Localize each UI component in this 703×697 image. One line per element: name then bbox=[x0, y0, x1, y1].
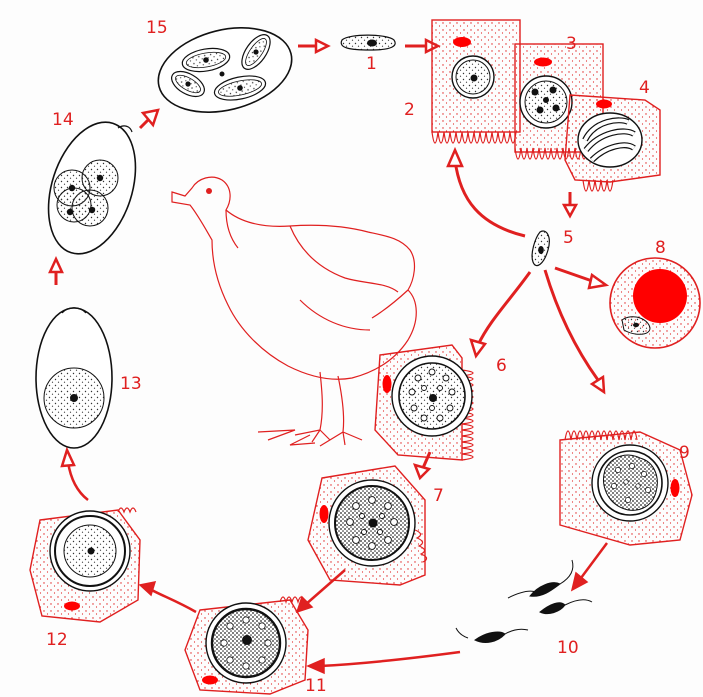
stage-label-8: 8 bbox=[655, 240, 666, 257]
host-cell-9 bbox=[560, 431, 692, 545]
host-cell-2 bbox=[432, 20, 520, 143]
stage-label-14: 14 bbox=[52, 112, 74, 129]
merozoite-icon bbox=[532, 231, 549, 266]
stage-label-6: 6 bbox=[496, 358, 507, 375]
stage-label-1: 1 bbox=[366, 56, 377, 73]
stage-label-5: 5 bbox=[563, 230, 574, 247]
stage-label-3: 3 bbox=[566, 36, 577, 53]
host-cell-11 bbox=[185, 597, 308, 694]
stage-label-12: 12 bbox=[46, 632, 68, 649]
arrow-11-to-12 bbox=[148, 588, 196, 612]
arrow-5-to-6 bbox=[478, 272, 530, 345]
stage-label-10: 10 bbox=[557, 640, 579, 657]
stage-label-15: 15 bbox=[146, 20, 168, 37]
stage-label-9: 9 bbox=[679, 445, 690, 462]
arrow-5-to-2 bbox=[455, 160, 525, 236]
arrow-12-to-13 bbox=[68, 462, 88, 500]
stage-8-cell bbox=[610, 258, 700, 348]
oocyst-icon bbox=[36, 308, 112, 448]
stage-label-13: 13 bbox=[120, 376, 142, 393]
host-cell-6 bbox=[375, 345, 473, 460]
stage-label-11: 11 bbox=[305, 678, 327, 695]
oocyst-sporulated bbox=[149, 15, 300, 126]
stage-label-7: 7 bbox=[433, 488, 444, 505]
microgamete-icon bbox=[456, 560, 592, 642]
host-cell-4 bbox=[565, 95, 660, 191]
arrow-9-to-10 bbox=[578, 543, 607, 582]
arrow-5-to-8 bbox=[555, 268, 595, 282]
host-cell-7 bbox=[308, 466, 427, 585]
stage-label-2: 2 bbox=[404, 102, 415, 119]
stage-label-4: 4 bbox=[639, 80, 650, 97]
host-cell-12 bbox=[30, 508, 140, 622]
arrow-10-to-11 bbox=[320, 652, 460, 666]
oocyst-sporoblasts bbox=[33, 111, 151, 265]
sporozoite-icon bbox=[341, 35, 395, 50]
